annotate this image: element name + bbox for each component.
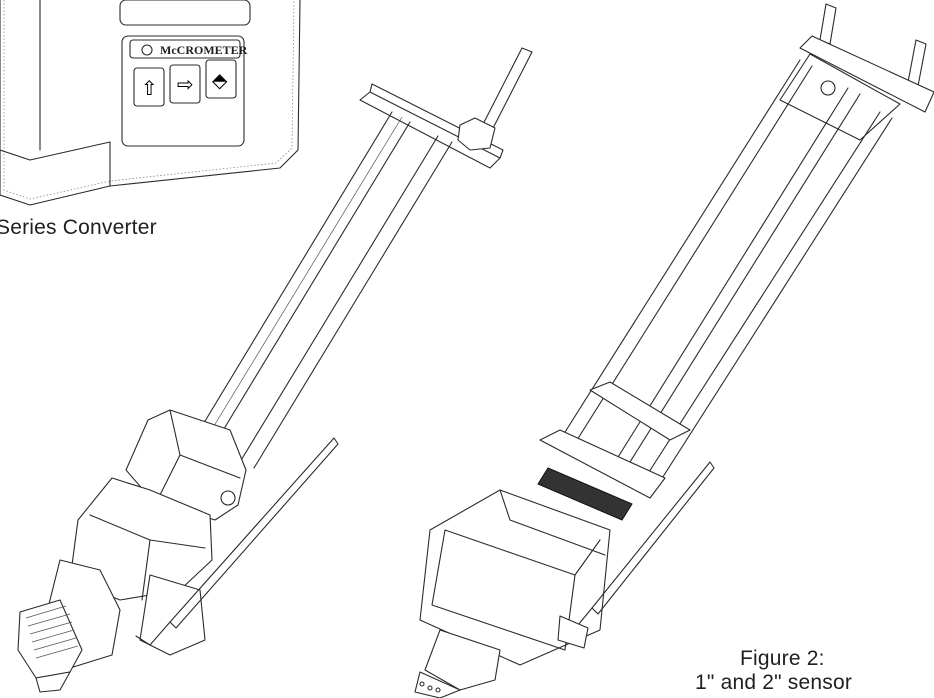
figure-caption-subtitle: 1" and 2" sensor: [695, 671, 853, 694]
enter-button[interactable]: [205, 59, 237, 99]
figure-caption-title: Figure 2:: [740, 647, 825, 670]
enter-diamond-icon: ⬘: [212, 68, 228, 92]
brand-logo-icon: [141, 44, 153, 56]
converter-enclosure: [0, 0, 301, 206]
sensor-two-inch: [414, 3, 934, 698]
up-button[interactable]: [133, 67, 165, 107]
converter-caption: Series Converter: [0, 216, 157, 239]
right-button[interactable]: [169, 64, 201, 104]
brand-label: McCROMETER: [160, 43, 248, 57]
up-arrow-icon: ⇧: [141, 76, 158, 100]
display-window: [119, 0, 251, 26]
seal-band: [537, 467, 633, 521]
sensor-one-inch: [17, 47, 533, 693]
keypad-panel: [121, 35, 245, 147]
right-arrow-icon: ⇨: [177, 72, 194, 96]
keypad: [133, 59, 237, 107]
